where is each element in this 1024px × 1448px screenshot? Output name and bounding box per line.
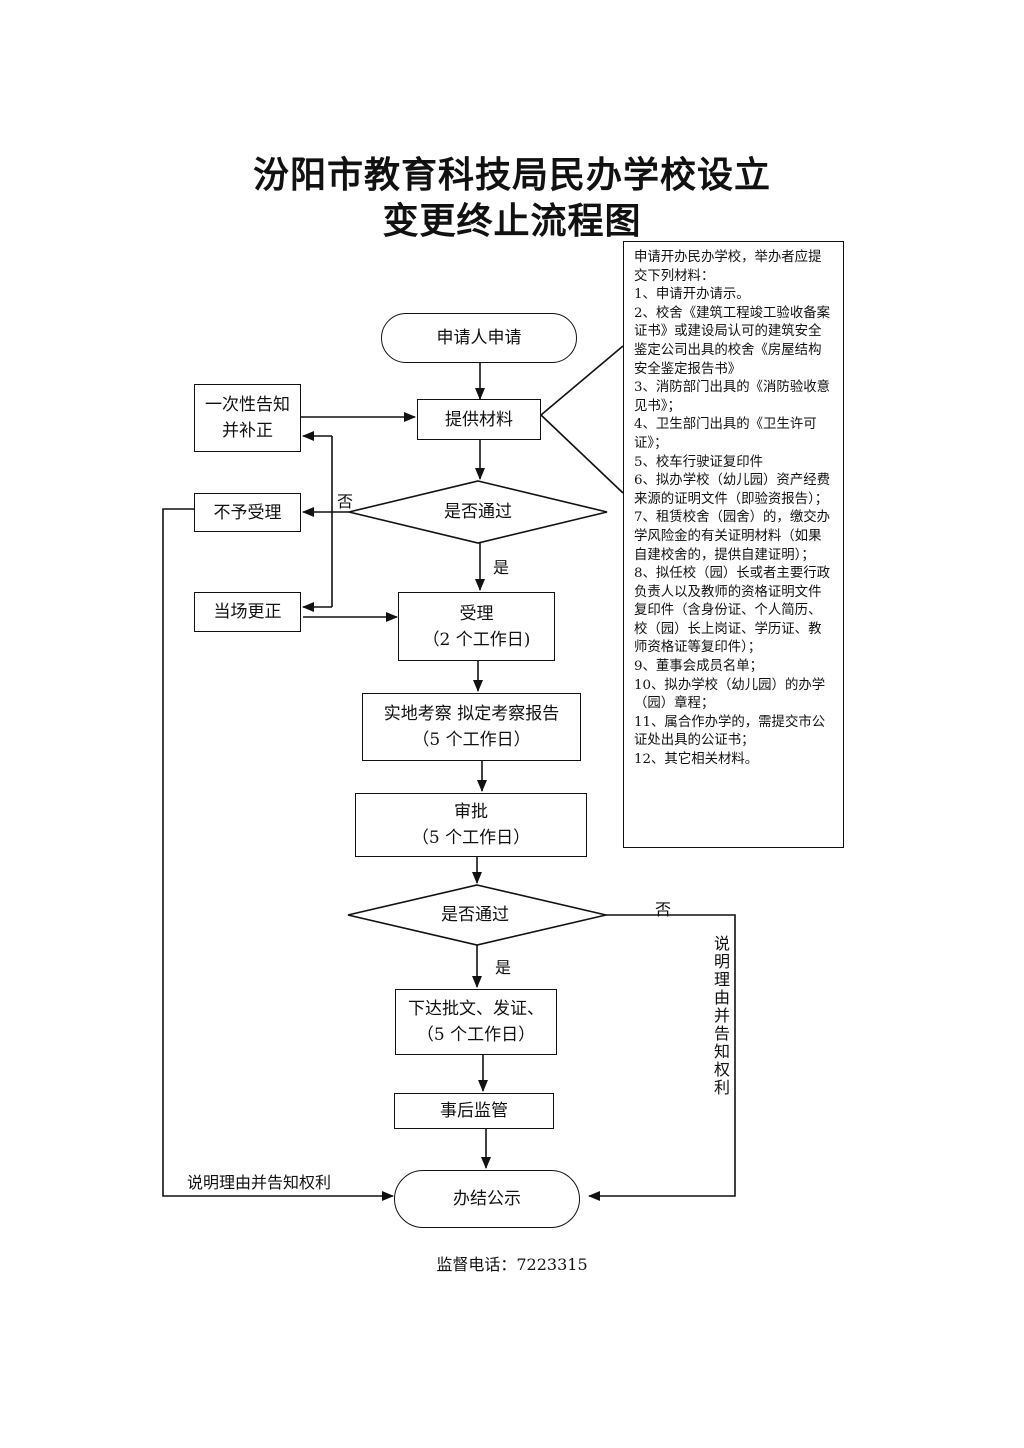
yes-label-2: 是	[495, 958, 512, 977]
start-node-label: 申请人申请	[436, 328, 522, 348]
check2-node: 是否通过	[397, 900, 553, 930]
correct-node-label: 当场更正	[213, 602, 282, 622]
reject-node-label: 不予受理	[213, 502, 282, 523]
yes-label-1: 是	[493, 558, 510, 577]
supervise-node-label: 事后监管	[440, 1101, 508, 1121]
page-title-line1: 汾阳市教育科技局民办学校设立	[252, 155, 771, 196]
approve-node: 审批 （5 个工作日）	[355, 793, 587, 857]
materials-note-item: 8、拟任校（园）长或者主要行政负责人以及教师的资格证明文件复印件（含身份证、个人…	[634, 566, 830, 656]
materials-node: 提供材料	[417, 399, 541, 440]
no-label-2: 否	[655, 900, 672, 919]
inspect-node-line1: 实地考察 拟定考察报告	[383, 704, 560, 724]
materials-note-box: 申请开办民办学校，举办者应提交下列材料： 1、申请开办请示。 2、校舍《建筑工程…	[623, 241, 844, 848]
check1-node-label: 是否通过	[444, 502, 512, 522]
materials-note-item: 10、拟办学校（幼儿园）的办学（园）章程；	[634, 677, 826, 712]
notify-node-line2: 并补正	[222, 421, 273, 441]
inspect-node: 实地考察 拟定考察报告 （5 个工作日）	[362, 693, 581, 761]
materials-note-item: 6、拟办学校（幼儿园）资产经费来源的证明文件（即验资报告）；	[634, 473, 830, 507]
correct-node: 当场更正	[194, 592, 301, 632]
inspect-node-line2: （5 个工作日）	[412, 730, 531, 750]
materials-note-item: 12、其它相关材料。	[634, 752, 759, 768]
accept-node: 受理 （2 个工作日)	[398, 592, 555, 661]
materials-note-item: 9、董事会成员名单；	[634, 659, 764, 675]
explain-label-left: 说明理由并告知权利	[187, 1173, 332, 1192]
materials-note-intro: 申请开办民办学校，举办者应提交下列材料：	[634, 250, 822, 284]
materials-node-label: 提供材料	[445, 409, 513, 430]
issue-node: 下达批文、发证、 （5 个工作日）	[395, 989, 557, 1055]
arrow-reject-to-end	[162, 508, 394, 1201]
materials-note-item: 11、属合作办学的，需提交市公证处出具的公证书；	[634, 714, 826, 749]
no-label-1: 否	[337, 492, 354, 511]
materials-note-item: 1、申请开办请示。	[634, 287, 750, 303]
materials-note-item: 5、校车行驶证复印件	[634, 454, 764, 470]
end-node: 办结公示	[394, 1170, 580, 1228]
materials-note-item: 2、校舍《建筑工程竣工验收备案证书》或建设局认可的建筑安全鉴定公司出具的校舍《房…	[634, 305, 830, 377]
accept-node-line2: （2 个工作日)	[422, 629, 531, 650]
reject-node: 不予受理	[194, 493, 301, 532]
check1-node: 是否通过	[400, 497, 556, 527]
accept-node-line1: 受理	[459, 603, 494, 624]
materials-note-item: 7、租赁校舍（园舍）的，缴交办学风险金的有关证明材料（如果自建校舍的，提供自建证…	[634, 510, 830, 563]
materials-note-item: 4、卫生部门出具的《卫生许可证》；	[634, 417, 817, 451]
approve-node-line1: 审批	[454, 802, 488, 822]
page-title-line2: 变更终止流程图	[382, 201, 642, 242]
explain-label-right: 说明理由并告知权利	[711, 935, 730, 1097]
notify-node: 一次性告知 并补正	[194, 384, 301, 452]
notify-node-line1: 一次性告知	[205, 395, 290, 415]
materials-note-item: 3、消防部门出具的《消防验收意见书》；	[634, 380, 830, 414]
end-node-label: 办结公示	[453, 1189, 521, 1209]
supervision-phone: 监督电话：7223315	[436, 1255, 588, 1274]
note-bracket-lower	[540, 414, 624, 494]
issue-node-line2: （5 个工作日）	[416, 1025, 536, 1045]
decision-diamond-1	[348, 480, 608, 544]
arrow-check2-to-end	[588, 914, 736, 1201]
check2-node-label: 是否通过	[441, 905, 509, 925]
start-node: 申请人申请	[381, 313, 577, 363]
note-bracket-upper	[540, 345, 624, 416]
issue-node-line1: 下达批文、发证、	[408, 999, 544, 1019]
approve-node-line2: （5 个工作日）	[411, 828, 531, 848]
supervise-node: 事后监管	[394, 1093, 554, 1129]
